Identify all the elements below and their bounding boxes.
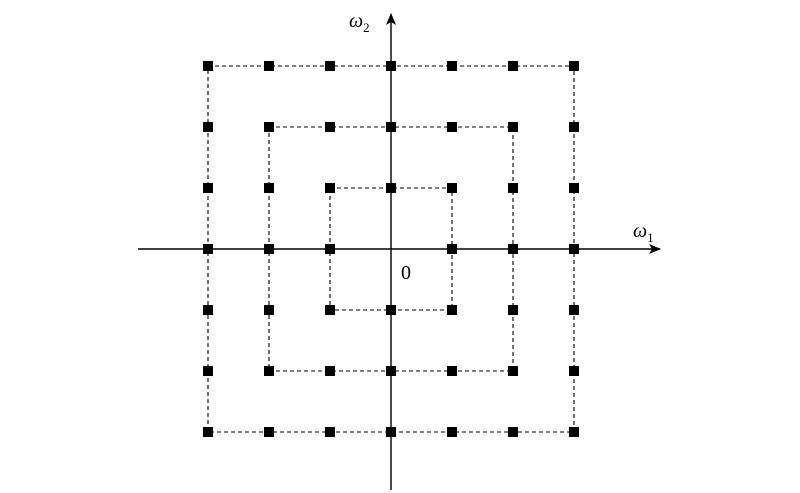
lattice-point xyxy=(508,122,518,132)
lattice-point xyxy=(325,183,335,193)
lattice-point xyxy=(447,305,457,315)
lattice-point xyxy=(264,183,274,193)
lattice-point xyxy=(447,122,457,132)
horizontal-axis-label: ω1 xyxy=(633,220,654,245)
lattice-point xyxy=(447,61,457,71)
lattice-point xyxy=(264,244,274,254)
origin-label: 0 xyxy=(401,262,411,284)
lattice-point xyxy=(508,183,518,193)
lattice-point xyxy=(203,61,213,71)
lattice-point xyxy=(203,366,213,376)
horizontal-axis-subscript: 1 xyxy=(647,230,654,245)
lattice-point xyxy=(386,427,396,437)
lattice-point xyxy=(203,305,213,315)
horizontal-axis-symbol: ω xyxy=(633,220,647,242)
lattice-point xyxy=(447,183,457,193)
lattice-point xyxy=(325,305,335,315)
lattice-point xyxy=(508,427,518,437)
lattice-point xyxy=(508,244,518,254)
vertical-axis-label: ω2 xyxy=(349,10,370,35)
lattice-point xyxy=(325,427,335,437)
lattice-point xyxy=(386,122,396,132)
lattice-point xyxy=(569,366,579,376)
lattice-point xyxy=(508,366,518,376)
lattice-point xyxy=(264,122,274,132)
lattice-point xyxy=(203,427,213,437)
lattice-point xyxy=(508,61,518,71)
lattice-point xyxy=(386,366,396,376)
lattice-point xyxy=(325,61,335,71)
vertical-axis-subscript: 2 xyxy=(363,20,370,35)
lattice-point xyxy=(447,427,457,437)
lattice-point xyxy=(569,427,579,437)
lattice-point xyxy=(386,183,396,193)
lattice-point xyxy=(264,366,274,376)
lattice-point xyxy=(203,183,213,193)
lattice-points xyxy=(203,61,579,437)
lattice-point xyxy=(569,183,579,193)
lattice-point xyxy=(569,61,579,71)
lattice-point xyxy=(264,61,274,71)
lattice-point xyxy=(386,61,396,71)
lattice-point xyxy=(325,244,335,254)
lattice-point xyxy=(264,427,274,437)
lattice-point xyxy=(325,122,335,132)
lattice-point xyxy=(569,244,579,254)
lattice-point xyxy=(203,244,213,254)
lattice-point xyxy=(203,122,213,132)
lattice-point xyxy=(447,366,457,376)
lattice-point xyxy=(447,244,457,254)
lattice-point xyxy=(569,122,579,132)
vertical-axis-symbol: ω xyxy=(349,10,363,32)
lattice-point xyxy=(569,305,579,315)
lattice-point xyxy=(508,305,518,315)
lattice-point xyxy=(264,305,274,315)
lattice-point xyxy=(386,305,396,315)
lattice-point xyxy=(325,366,335,376)
